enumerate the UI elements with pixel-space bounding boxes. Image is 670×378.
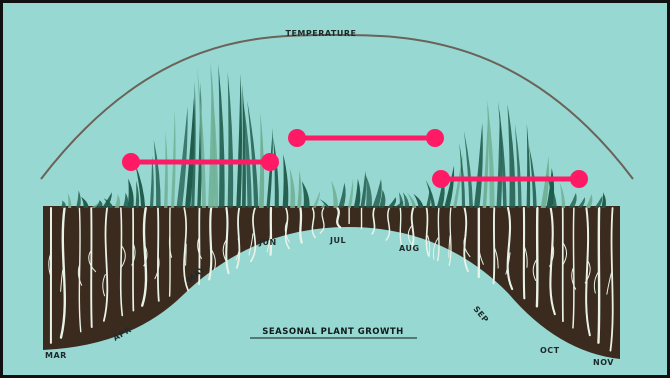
overlay-bar-end-dot[interactable]: [261, 153, 279, 171]
root-line: [537, 208, 538, 306]
month-label-mar: MAR: [45, 351, 67, 360]
month-label-aug: AUG: [399, 244, 420, 253]
root-line: [494, 208, 495, 283]
month-label-oct: OCT: [540, 346, 560, 355]
diagram-title: SEASONAL PLANT GROWTH: [262, 327, 404, 337]
overlay-bar-end-dot[interactable]: [426, 129, 444, 147]
month-label-nov: NOV: [593, 358, 614, 367]
seasonal-growth-diagram: TEMPERATURE MAR APR MAY JUN JUL AUG SEP …: [3, 3, 667, 375]
root-line: [598, 208, 599, 343]
root-line: [158, 208, 159, 301]
overlay-bar-end-dot[interactable]: [570, 170, 588, 188]
overlay-bar-start-dot[interactable]: [122, 153, 140, 171]
temperature-label: TEMPERATURE: [285, 29, 356, 38]
root-line: [300, 208, 301, 243]
root-branch: [186, 244, 187, 266]
overlay-bar-start-dot[interactable]: [288, 129, 306, 147]
month-label-jul: JUL: [329, 236, 346, 245]
overlay-bar-start-dot[interactable]: [432, 170, 450, 188]
month-label-jun: JUN: [258, 238, 277, 247]
